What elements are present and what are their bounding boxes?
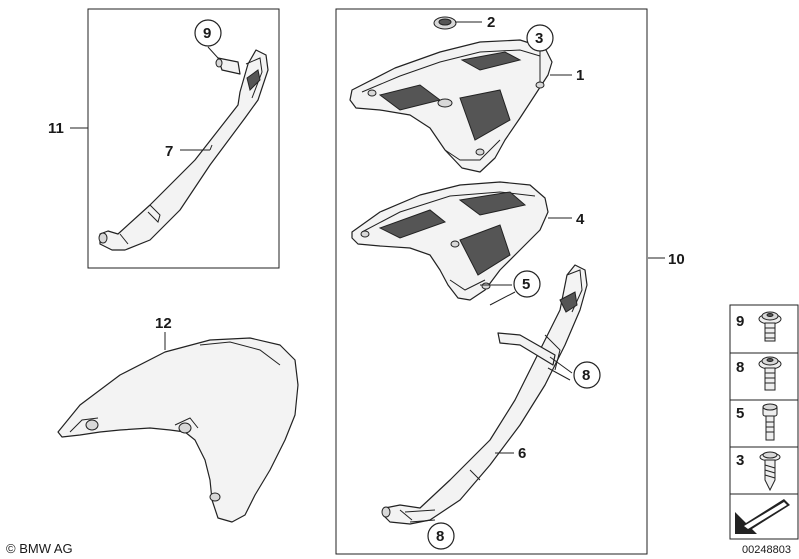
legend-label-9: 9 bbox=[736, 313, 744, 330]
callout-1[interactable]: 1 bbox=[576, 67, 584, 84]
leader-lines bbox=[70, 21, 665, 523]
callout-8-lower[interactable]: 8 bbox=[436, 528, 444, 545]
callout-8-upper[interactable]: 8 bbox=[582, 367, 590, 384]
direction-arrow-icon bbox=[735, 499, 790, 534]
part-4-carrier-frame[interactable] bbox=[351, 181, 549, 301]
callout-6[interactable]: 6 bbox=[518, 445, 526, 462]
callout-7[interactable]: 7 bbox=[165, 143, 173, 160]
callout-10[interactable]: 10 bbox=[668, 251, 685, 268]
group-box-10 bbox=[335, 8, 648, 555]
callout-circle-8-upper bbox=[573, 361, 601, 389]
part-7-grab-handle[interactable] bbox=[98, 49, 269, 251]
callout-4[interactable]: 4 bbox=[576, 211, 585, 228]
callout-circle-3 bbox=[526, 24, 554, 52]
torx-flange-screw-icon bbox=[758, 311, 782, 342]
callout-9[interactable]: 9 bbox=[203, 25, 211, 42]
legend-label-5: 5 bbox=[736, 405, 744, 422]
callout-2[interactable]: 2 bbox=[487, 14, 495, 31]
callout-circle-8-lower bbox=[427, 522, 455, 550]
part-12-cover[interactable] bbox=[57, 337, 299, 523]
group-box-11 bbox=[87, 8, 280, 269]
callout-5[interactable]: 5 bbox=[522, 276, 530, 293]
part-6-support-bracket[interactable] bbox=[381, 264, 588, 525]
callout-3[interactable]: 3 bbox=[535, 30, 543, 47]
legend-box-arrow bbox=[729, 493, 799, 540]
part-2-rivet-nut[interactable] bbox=[433, 16, 457, 30]
callout-circle-5 bbox=[513, 270, 541, 298]
callout-circle-9 bbox=[194, 19, 222, 47]
self-tapping-screw-icon bbox=[759, 451, 781, 492]
part-1-carrier-plate[interactable] bbox=[349, 39, 553, 173]
callout-11[interactable]: 11 bbox=[48, 120, 64, 137]
torx-flange-screw-icon bbox=[758, 356, 782, 391]
socket-head-screw-icon bbox=[762, 403, 778, 441]
copyright-text: © BMW AG bbox=[6, 541, 73, 556]
legend-label-3: 3 bbox=[736, 452, 744, 469]
callout-12[interactable]: 12 bbox=[155, 315, 172, 332]
hardware-legend: 9 8 5 3 bbox=[729, 304, 799, 540]
legend-label-8: 8 bbox=[736, 359, 744, 376]
document-number: 00248803 bbox=[742, 544, 791, 556]
